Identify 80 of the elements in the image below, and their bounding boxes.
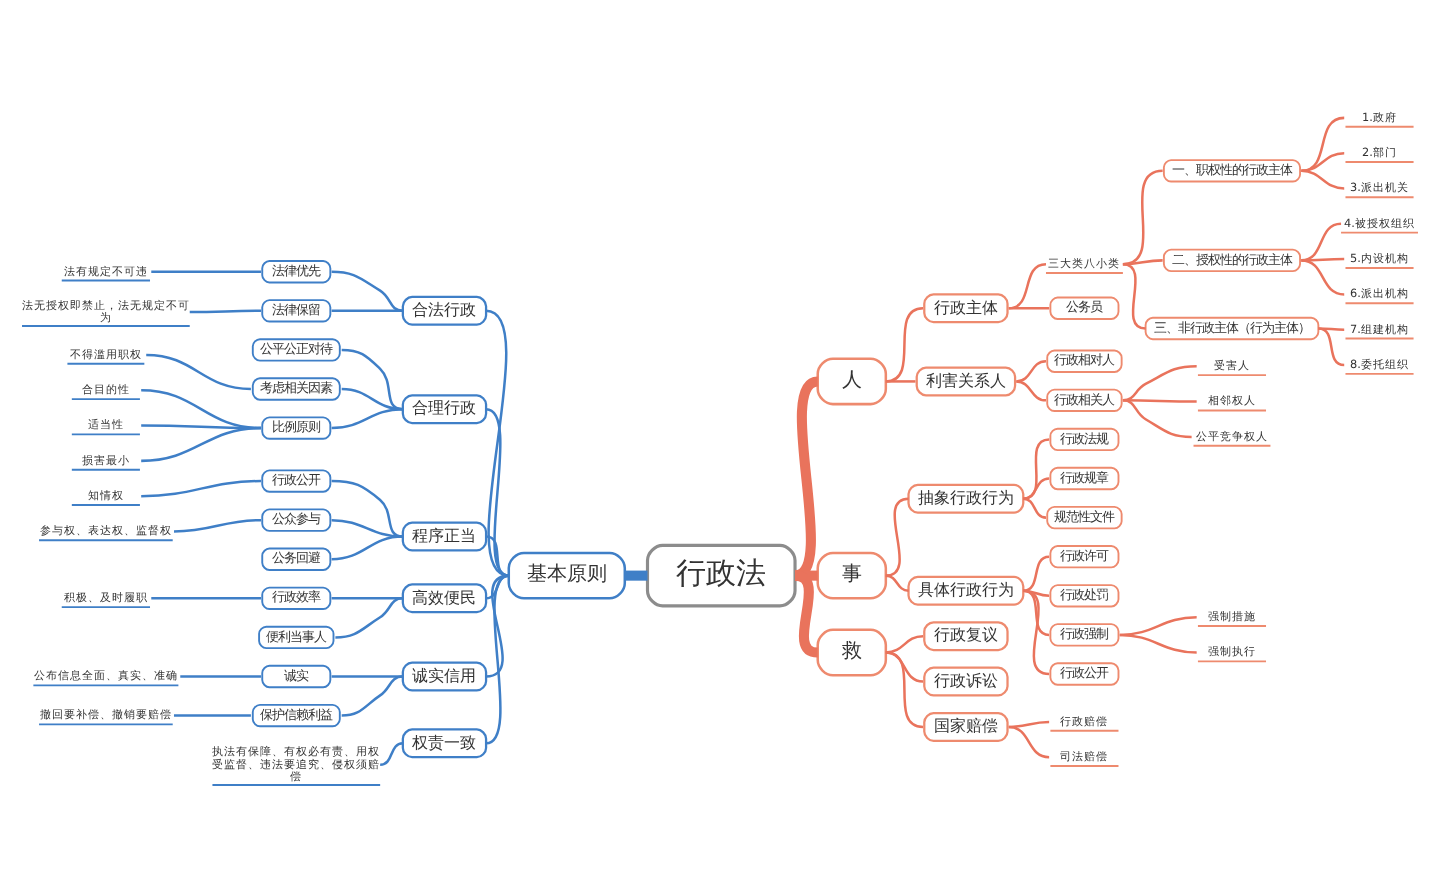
connector (331, 478, 403, 537)
connector (141, 478, 261, 497)
node-box: 程序正当 (401, 520, 488, 551)
connector (335, 596, 403, 638)
connector (485, 573, 510, 677)
connector (1008, 261, 1047, 309)
connector (331, 674, 403, 677)
node-box: 基本原则 (507, 550, 627, 599)
connector (1119, 632, 1197, 653)
connector (151, 269, 261, 272)
connector (173, 517, 261, 532)
node-box: 具体行政行为 (907, 574, 1025, 605)
connector (485, 534, 509, 576)
connector (1016, 379, 1047, 401)
connector (1023, 588, 1050, 636)
connector (1301, 150, 1345, 172)
connector (341, 674, 403, 716)
connector (1023, 588, 1050, 675)
connector (331, 596, 403, 599)
connector (1301, 258, 1345, 295)
connector (1008, 306, 1050, 309)
connector (1016, 359, 1047, 382)
connector (1122, 398, 1192, 438)
connector (341, 347, 403, 410)
connector (1301, 115, 1345, 172)
connector (1023, 496, 1047, 518)
connector (331, 308, 403, 312)
connector (1122, 258, 1163, 265)
connector (331, 406, 403, 429)
connector (1023, 554, 1050, 591)
node-box: 权责一致 (401, 727, 488, 758)
node-box: 行政复议 (923, 620, 1009, 651)
node-box: 诚实信用 (401, 660, 488, 691)
connector (624, 569, 648, 580)
node-box: 人 (816, 356, 888, 405)
connector (1023, 476, 1050, 499)
connector (151, 596, 261, 599)
connector (331, 517, 403, 537)
connector (793, 375, 820, 580)
connector (1119, 615, 1197, 636)
connector (1122, 364, 1197, 401)
connector (1023, 437, 1050, 499)
connector (794, 569, 819, 657)
connector (341, 386, 403, 410)
node-box: 合法行政 (401, 294, 488, 325)
connector (1008, 719, 1050, 728)
connector (885, 650, 924, 728)
connector (1318, 326, 1345, 330)
node-box: 高效便民 (401, 582, 488, 613)
node-box: 国家赔偿 (923, 710, 1009, 741)
connector (1122, 398, 1197, 402)
connector (485, 308, 510, 576)
connector (485, 573, 510, 744)
node-box: 合理行政 (401, 393, 488, 424)
connector (331, 269, 403, 312)
connector (1122, 168, 1163, 265)
connector (1318, 326, 1345, 366)
connector (485, 407, 510, 576)
connector (1301, 256, 1345, 261)
connector (379, 741, 404, 766)
node-box: 救 (816, 627, 888, 676)
node-box: 抽象行政行为 (907, 482, 1025, 513)
connector (885, 306, 924, 382)
connector (180, 674, 261, 677)
connector (173, 713, 251, 716)
connector (1301, 221, 1342, 261)
connector (146, 352, 251, 390)
node-box: 行政主体 (923, 292, 1009, 323)
connector (885, 379, 916, 382)
connector (1301, 168, 1345, 189)
connector (1008, 724, 1050, 758)
node-box: 行政法 (645, 542, 797, 607)
node-box: 事 (816, 550, 888, 599)
connector (885, 633, 924, 653)
connector (189, 308, 261, 313)
connector (331, 534, 403, 560)
node-box: 利害关系人 (915, 365, 1017, 396)
node-box: 行政诉讼 (923, 665, 1009, 696)
connector (141, 425, 262, 462)
connector (885, 573, 909, 591)
